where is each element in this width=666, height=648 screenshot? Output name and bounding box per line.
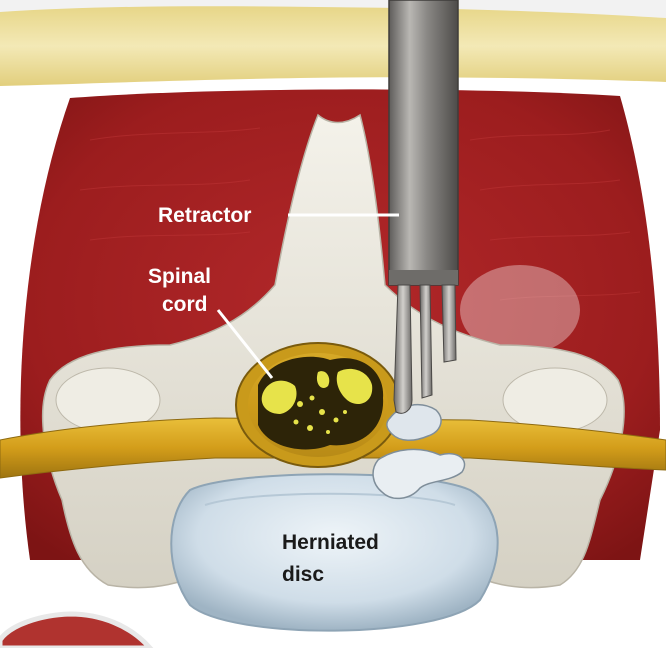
retractor-tube-rim bbox=[389, 270, 458, 285]
herniated-disc-label-line2: disc bbox=[282, 562, 324, 588]
fat-layer bbox=[0, 6, 666, 86]
herniated-disc-label-line1: Herniated bbox=[282, 530, 379, 556]
spinal-cord-label-line1: Spinal bbox=[148, 264, 211, 290]
retractor-label: Retractor bbox=[158, 203, 251, 229]
retractor-tube bbox=[389, 0, 458, 285]
inset-circle-edge bbox=[0, 614, 150, 648]
right-transverse-process bbox=[503, 368, 607, 432]
spinal-cord-label-line2: cord bbox=[162, 292, 208, 318]
retractor-blade-right bbox=[442, 285, 456, 362]
retractor-blade-middle bbox=[420, 285, 432, 398]
